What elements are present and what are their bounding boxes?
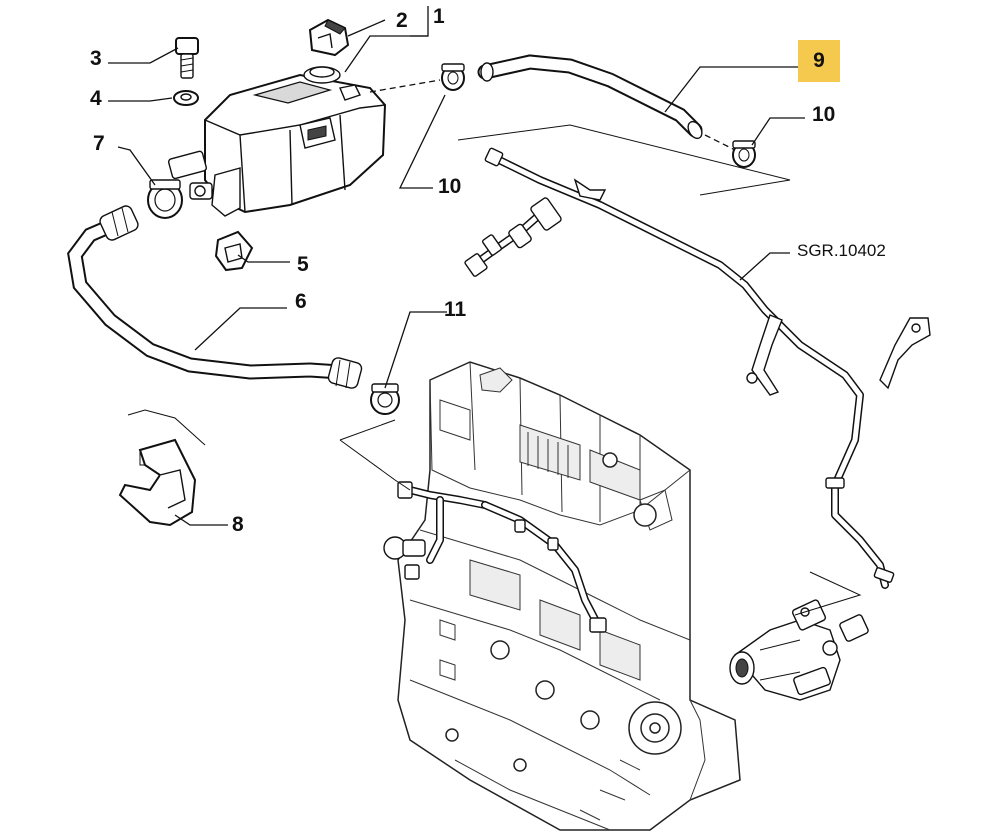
assembly-lines [127,79,862,616]
callout-8: 8 [232,513,244,536]
callout-1: 1 [433,5,445,28]
callout-6: 6 [295,290,307,313]
pipe-tee-connector [464,197,562,277]
callout-3: 3 [90,47,102,70]
reference-label: SGR.10402 [797,241,886,260]
hose-tank-to-engine [67,205,363,389]
callout-4: 4 [90,87,102,110]
callout-11: 11 [444,298,467,321]
engine-block [397,361,741,831]
engine-side-hose-assembly [383,481,607,633]
tank-cap [308,18,350,57]
hose-clamp-7 [147,179,183,219]
hose-bracket [118,438,197,527]
callout-9-highlighted[interactable]: 9 [798,40,840,82]
callout-10-right: 10 [812,103,836,126]
thermostat-housing [729,599,869,701]
callout-5: 5 [297,253,309,276]
bolt [175,37,199,79]
hose-upper-vent [477,54,703,140]
washer [173,90,199,106]
callout-9: 9 [813,49,825,72]
mounting-clip [214,230,254,272]
hose-clamp-10-right [732,140,756,168]
callout-2: 2 [396,9,408,32]
expansion-tank [167,66,387,217]
hose-clamp-10-upper [441,63,465,91]
callout-7: 7 [93,132,105,155]
leader-lines [108,6,805,526]
callout-10-left: 10 [438,175,462,198]
metal-coolant-pipe [484,147,931,589]
hose-clamp-11 [370,383,400,415]
